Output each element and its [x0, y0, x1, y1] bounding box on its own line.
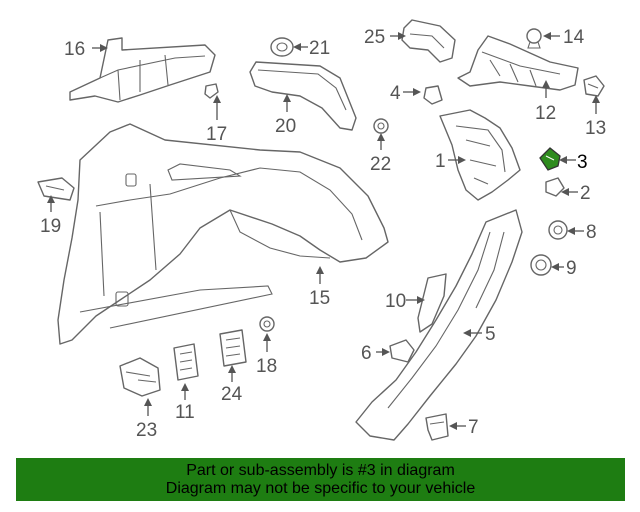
- callout-labels: 16 21 17 20 25 14 12 13 4 22 1 3 2 8 9 1…: [40, 27, 606, 441]
- part-13-clip: [583, 75, 605, 97]
- label-13: 13: [585, 118, 606, 139]
- label-9: 9: [566, 258, 577, 279]
- label-8: 8: [586, 222, 597, 243]
- part-16-bracket: [69, 37, 216, 103]
- part-15-quarter-trim: [57, 123, 389, 345]
- label-22: 22: [370, 154, 391, 175]
- label-11: 11: [175, 402, 195, 423]
- part-21-cap: [270, 37, 294, 57]
- part-17-clip: [204, 83, 219, 99]
- part-19-trim: [37, 177, 75, 201]
- part-6-clip: [389, 339, 415, 363]
- label-6: 6: [361, 343, 372, 364]
- label-1: 1: [435, 151, 446, 172]
- part-23-connector: [119, 357, 161, 397]
- part-10-panel: [417, 273, 447, 333]
- label-21: 21: [309, 38, 330, 59]
- label-2: 2: [580, 183, 591, 204]
- label-25: 25: [364, 27, 385, 48]
- banner-line-1: Part or sub-assembly is #3 in diagram: [186, 462, 455, 479]
- part-20-panel: [249, 61, 357, 131]
- part-18-pin: [259, 316, 275, 332]
- part-22-pin: [373, 118, 389, 134]
- label-3: 3: [577, 152, 588, 173]
- part-4-block: [423, 85, 443, 105]
- banner-line-2: Diagram may not be specific to your vehi…: [165, 480, 476, 497]
- part-24-connector: [219, 329, 247, 367]
- label-24: 24: [221, 384, 243, 405]
- label-20: 20: [275, 116, 296, 137]
- label-14: 14: [563, 27, 585, 48]
- parts-diagram: 16 21 17 20 25 14 12 13 4 22 1 3 2 8 9 1…: [37, 19, 606, 441]
- part-25-handle: [401, 19, 456, 63]
- label-23: 23: [136, 420, 157, 441]
- label-18: 18: [256, 356, 277, 377]
- label-17: 17: [206, 124, 227, 145]
- label-19: 19: [40, 216, 61, 237]
- label-16: 16: [64, 39, 85, 60]
- part-7-bracket: [425, 413, 449, 441]
- part-3-clip-highlighted: [539, 147, 561, 171]
- part-2-clip: [545, 177, 565, 197]
- part-8-grommet: [548, 220, 568, 240]
- label-4: 4: [390, 83, 401, 104]
- part-5-pillar-trim: [355, 209, 523, 441]
- leader-lines: [47, 32, 600, 430]
- part-11-connector: [173, 343, 199, 381]
- label-7: 7: [468, 417, 479, 438]
- label-12: 12: [535, 103, 556, 124]
- part-1-bracket: [439, 109, 521, 201]
- part-12-bracket: [457, 35, 579, 91]
- part-14-screw: [526, 28, 542, 49]
- part-9-grommet: [530, 254, 552, 276]
- label-15: 15: [309, 288, 330, 309]
- label-10: 10: [385, 291, 406, 312]
- label-5: 5: [485, 324, 496, 345]
- info-banner: Part or sub-assembly is #3 in diagram Di…: [16, 458, 625, 501]
